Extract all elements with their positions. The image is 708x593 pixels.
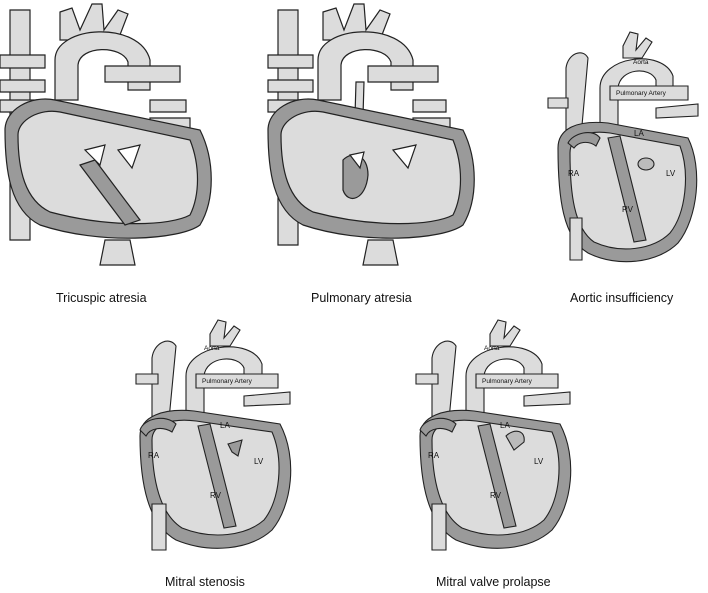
- caption-aortic-insufficiency: Aortic insufficiency: [570, 291, 674, 305]
- pulmonary-artery: [195, 373, 279, 389]
- label-la: LA: [220, 421, 230, 430]
- pulmonary-vein-right: [149, 99, 187, 113]
- heart-diagram-pulmonary-atresia: [267, 3, 475, 266]
- pulmonary-vein-left: [547, 97, 569, 109]
- right-atrium-wall: [419, 417, 457, 437]
- label-ra: RA: [568, 169, 580, 178]
- label-lv: LV: [254, 457, 264, 466]
- label-rv: RV: [490, 491, 502, 500]
- mitral-valve-prolapsing: [505, 430, 525, 451]
- pulmonary-artery: [609, 85, 689, 101]
- label-aorta: Aorta: [633, 59, 649, 66]
- pulmonary-vein-right: [412, 99, 447, 113]
- pulmonary-vein-right: [243, 391, 291, 407]
- inferior-vena-cava: [151, 503, 167, 551]
- label-la: LA: [500, 421, 510, 430]
- aortic-arch: [317, 31, 414, 101]
- caption-pulmonary-atresia: Pulmonary atresia: [311, 291, 412, 305]
- mitral-valve-stenotic: [227, 439, 243, 457]
- label-ra: RA: [148, 451, 160, 460]
- caption-mitral-valve-prolapse: Mitral valve prolapse: [436, 575, 551, 589]
- pulmonary-vein-left-2: [0, 79, 46, 93]
- label-pulmonary-artery: Pulmonary Artery: [482, 378, 533, 385]
- pulmonary-vein-left: [0, 54, 46, 69]
- pulmonary-artery-branch: [104, 65, 181, 83]
- right-atrium-wall: [567, 132, 601, 149]
- label-aorta: Aorta: [204, 345, 220, 352]
- heart-chambers: [280, 110, 462, 225]
- pulmonary-vein-left: [415, 373, 439, 385]
- heart-diagram-tricuspid-atresia: [0, 3, 212, 266]
- pulmonary-vein-right: [655, 103, 699, 119]
- right-atrium-wall: [139, 417, 177, 437]
- pulmonary-vein-left-2: [267, 79, 314, 93]
- label-rv: RV: [210, 491, 222, 500]
- label-lv: LV: [534, 457, 544, 466]
- ventricular-septum: [607, 135, 647, 243]
- aortic-arch: [54, 31, 151, 101]
- mitral-valve: [391, 144, 417, 170]
- label-aorta: Aorta: [484, 345, 500, 352]
- pulmonary-valve: [116, 144, 141, 170]
- label-pulmonary-artery: Pulmonary Artery: [202, 378, 253, 385]
- label-pulmonary-artery: Pulmonary Artery: [616, 90, 667, 97]
- heart-diagram-aortic-insufficiency: Aorta Pulmonary Artery LA RA LV RV: [547, 31, 699, 263]
- tricuspid-valve: [83, 144, 106, 167]
- heart-diagram-mitral-valve-prolapse: Aorta Pulmonary Artery LA RA LV RV: [415, 319, 572, 551]
- aortic-branches: [209, 319, 241, 347]
- aortic-valve-regurgitant: [637, 157, 655, 171]
- label-la: LA: [634, 129, 644, 138]
- ventricular-septum: [197, 423, 237, 529]
- caption-tricuspid-atresia: Tricuspic atresia: [56, 291, 147, 305]
- pulmonary-artery: [475, 373, 559, 389]
- caption-mitral-stenosis: Mitral stenosis: [165, 575, 245, 589]
- pulmonary-vein-right: [523, 391, 571, 407]
- label-ra: RA: [428, 451, 440, 460]
- inferior-vena-cava: [569, 217, 583, 261]
- pulmonary-artery-branch: [367, 65, 439, 83]
- heart-chambers: [17, 110, 199, 225]
- pulmonary-vein-left: [267, 54, 314, 69]
- aortic-branches: [622, 31, 653, 59]
- label-lv: LV: [666, 169, 676, 178]
- tricuspid-valve: [348, 151, 365, 170]
- heart-diagram-mitral-stenosis: Aorta Pulmonary Artery LA RA LV RV: [135, 319, 292, 551]
- inferior-vena-cava: [99, 239, 136, 266]
- pulmonary-vein-left: [135, 373, 159, 385]
- label-rv: RV: [622, 205, 634, 214]
- ventricular-septum: [79, 159, 141, 226]
- ventricular-septum: [477, 423, 517, 529]
- inferior-vena-cava: [362, 239, 399, 266]
- inferior-vena-cava: [431, 503, 447, 551]
- aortic-branches: [489, 319, 521, 347]
